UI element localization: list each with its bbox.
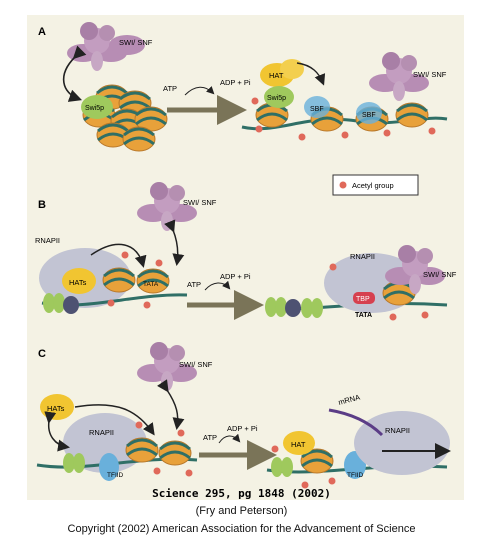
panel-b: B SWI/ SNF RNAPII HATs TATA ATP ADP + Pi…: [35, 182, 457, 321]
rnapii-label-c-left: RNAPII: [89, 428, 114, 437]
mrna-strand: [328, 408, 384, 437]
swisnf-label-b-left: SWI/ SNF: [183, 198, 217, 207]
sbf-blob-2: [356, 102, 382, 124]
atp-label-c: ATP: [203, 433, 217, 442]
panel-b-letter: B: [38, 199, 46, 211]
hats-label-c: HATs: [47, 404, 65, 413]
legend-label: Acetyl group: [352, 181, 394, 190]
swisnf-label-b-right: SWI/ SNF: [423, 270, 457, 279]
rnapii-label-b-right: RNAPII: [350, 252, 375, 261]
adp-label-c: ADP + Pi: [227, 424, 258, 433]
swi5p-label-a-left: Swi5p: [85, 105, 104, 112]
sbf-blob-1: [304, 96, 330, 118]
rnapii-label-c-right: RNAPII: [385, 426, 410, 435]
hats-blob-b: [62, 268, 96, 294]
adp-label-a: ADP + Pi: [220, 78, 251, 87]
hats-label-b: HATs: [69, 278, 87, 287]
tbp-blob: [353, 292, 375, 304]
tfiid-label-c-left: TFIID: [107, 472, 124, 479]
sbf-label-1: SBF: [310, 106, 324, 113]
tbp-label: TBP: [356, 296, 370, 303]
authors-caption: (Fry and Peterson): [195, 505, 288, 517]
copyright-caption: Copyright (2002) American Association fo…: [67, 523, 416, 535]
hat-label-c: HAT: [291, 440, 306, 449]
swi5p-blob-a-left: [81, 95, 113, 119]
tata-label-b-left: TATA: [143, 281, 159, 288]
swisnf-label-a-right: SWI/ SNF: [413, 70, 447, 79]
sbf-label-2: SBF: [362, 112, 376, 119]
atp-label-b: ATP: [187, 280, 201, 289]
swisnf-label-a-left: SWI/ SNF: [119, 38, 153, 47]
figure-panel: A SWI/ SNF Swi5p ATP ADP + Pi HAT Swi5p …: [27, 15, 464, 500]
panel-c: C SWI/ SNF HATs RNAPII TFIID ATP ADP + P…: [36, 342, 451, 489]
tfiid-label-c-right: TFIID: [347, 472, 364, 479]
recruit-arrow-a: [63, 45, 87, 102]
figure-drawing: A SWI/ SNF Swi5p ATP ADP + Pi HAT Swi5p …: [35, 22, 457, 489]
swi5p-blob-a-right: [264, 86, 294, 108]
panel-a-letter: A: [38, 26, 46, 38]
tata-label-b-right: TATA: [355, 312, 372, 319]
adp-label-b: ADP + Pi: [220, 272, 251, 281]
rnapii-blob-c-right: [354, 411, 450, 475]
swisnf-label-c-left: SWI/ SNF: [179, 360, 213, 369]
tfiid-blob-c-left: [99, 453, 119, 481]
citation-caption: Science 295, pg 1848 (2002): [152, 487, 331, 500]
mrna-label: mRNA: [337, 393, 361, 407]
hat-blob-c: [283, 431, 315, 455]
legend: Acetyl group: [332, 174, 419, 196]
swi5p-label-a-right: Swi5p: [267, 95, 286, 102]
panel-a: A SWI/ SNF Swi5p ATP ADP + Pi HAT Swi5p …: [38, 22, 448, 153]
swisnf-complex-a-left: [67, 22, 145, 71]
hat-label-a: HAT: [269, 71, 284, 80]
rnapii-label-b-left: RNAPII: [35, 236, 60, 245]
panel-c-letter: C: [38, 348, 46, 360]
atp-label-a: ATP: [163, 84, 177, 93]
